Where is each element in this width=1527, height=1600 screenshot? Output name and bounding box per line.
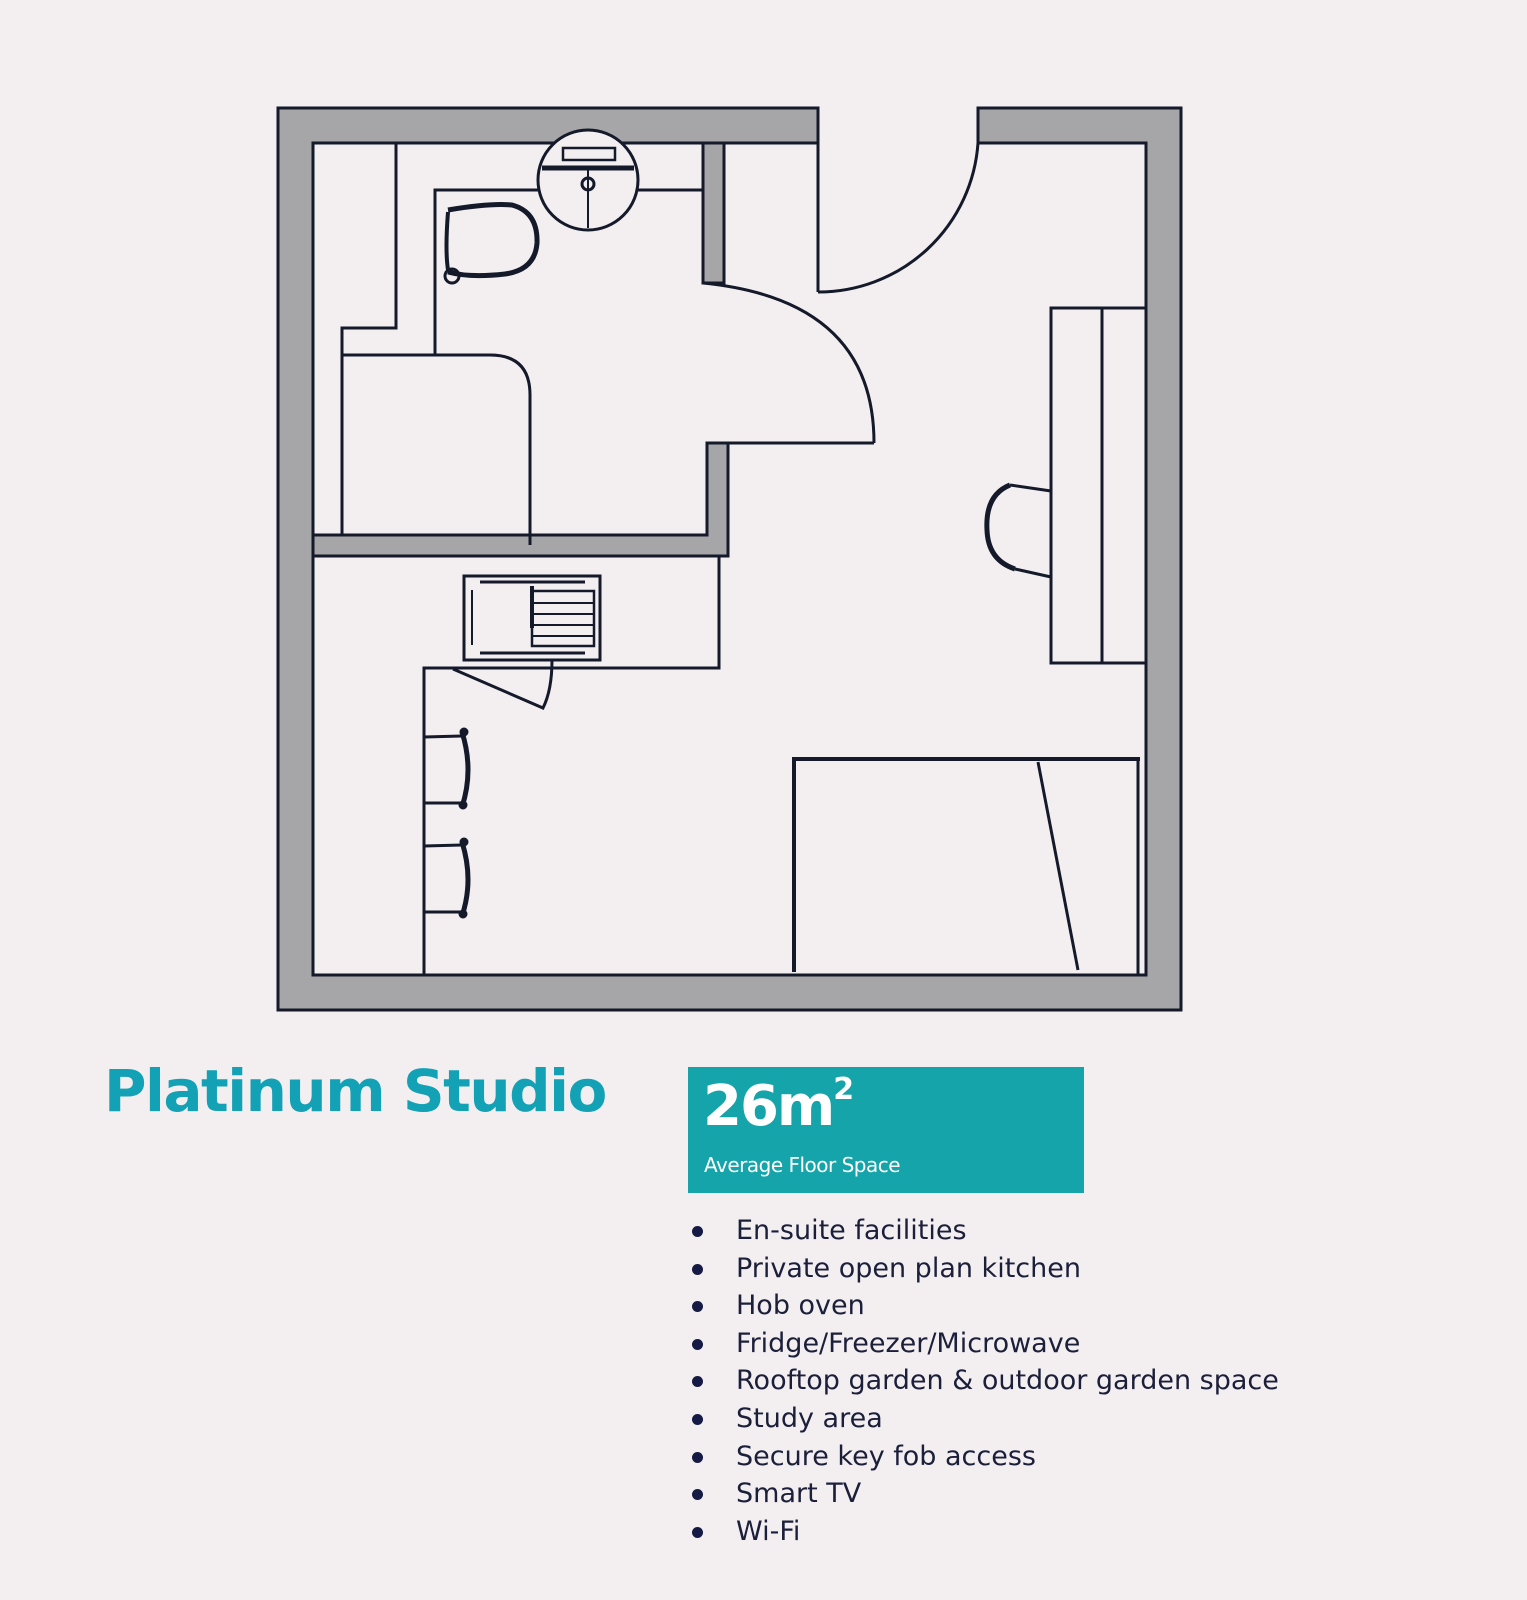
entrance-door — [816, 142, 980, 294]
kitchen-counter — [422, 556, 721, 975]
bar-stool — [423, 837, 471, 919]
list-item: Study area — [688, 1400, 1279, 1438]
feature-label: Fridge/Freezer/Microwave — [736, 1327, 1081, 1359]
shower — [435, 353, 532, 545]
bullet-icon — [692, 1263, 703, 1275]
bed — [792, 757, 1140, 974]
bullet-icon — [692, 1301, 703, 1313]
feature-label: Secure key fob access — [736, 1440, 1036, 1472]
ensuite-bathroom — [311, 141, 876, 558]
list-item: Secure key fob access — [688, 1438, 1279, 1476]
bullet-icon — [692, 1338, 703, 1350]
bullet-icon — [692, 1376, 703, 1388]
bathroom-door — [702, 281, 876, 445]
toilet — [443, 202, 540, 285]
list-item: En-suite facilities — [688, 1212, 1279, 1250]
list-item: Smart TV — [688, 1475, 1279, 1513]
page-title: Platinum Studio — [104, 1057, 607, 1125]
desk-chair — [984, 482, 1052, 579]
feature-label: Private open plan kitchen — [736, 1252, 1081, 1284]
feature-label: En-suite facilities — [736, 1215, 967, 1246]
bar-stool — [423, 727, 471, 810]
feature-label: Wi-Fi — [736, 1515, 801, 1547]
bullet-icon — [692, 1489, 703, 1501]
list-item: Private open plan kitchen — [688, 1250, 1279, 1288]
bullet-icon — [692, 1413, 703, 1425]
floor-space-unit-superscript: 2 — [833, 1072, 855, 1107]
list-item: Wi-Fi — [688, 1513, 1279, 1551]
exterior-walls — [276, 106, 1183, 1012]
feature-label: Study area — [736, 1402, 883, 1434]
bar-stools — [423, 727, 471, 919]
oven-door — [452, 659, 554, 710]
floor-space-label: Average Floor Space — [704, 1153, 901, 1177]
wash-basin — [536, 128, 640, 232]
feature-label: Smart TV — [736, 1478, 862, 1510]
bullet-icon — [692, 1526, 703, 1538]
kitchen-sink — [462, 574, 602, 662]
desk — [1049, 306, 1146, 665]
list-item: Fridge/Freezer/Microwave — [688, 1325, 1279, 1363]
floor-space-value: 26m2 — [703, 1072, 855, 1139]
list-item: Rooftop garden & outdoor garden space — [688, 1362, 1279, 1400]
list-item: Hob oven — [688, 1287, 1279, 1325]
floor-plan — [276, 106, 1183, 1012]
feature-label: Rooftop garden & outdoor garden space — [736, 1365, 1279, 1397]
features-list: En-suite facilities Private open plan ki… — [688, 1212, 1279, 1550]
bullet-icon — [692, 1451, 703, 1463]
bullet-icon — [692, 1226, 703, 1237]
floor-space-badge: 26m2 Average Floor Space — [688, 1067, 1084, 1193]
feature-label: Hob oven — [736, 1290, 865, 1322]
